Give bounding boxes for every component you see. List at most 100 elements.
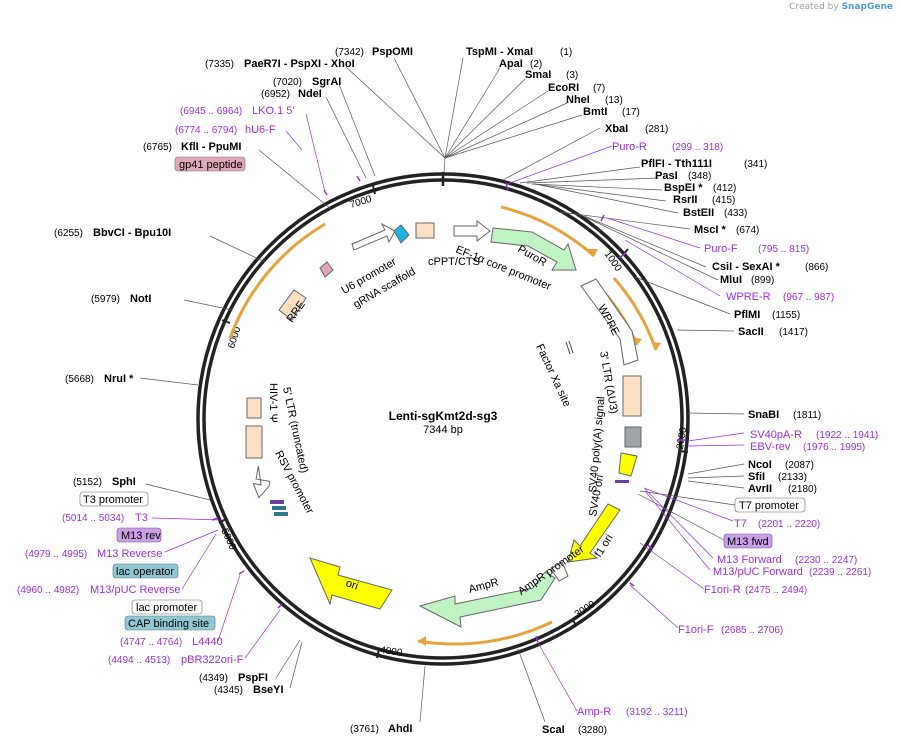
site-xmai-pos: (1)	[560, 47, 572, 58]
site-sacii-pos: (1417)	[779, 327, 808, 338]
primer-sv40par-pos: (1922 .. 1941)	[816, 430, 878, 441]
site-xbai-pos: (281)	[645, 124, 668, 135]
gp41-tag-label: gp41 peptide	[179, 159, 243, 171]
sv40-polya-box	[624, 426, 642, 448]
cppt-label: cPPT/CTS	[428, 256, 480, 268]
wpre-box	[580, 278, 639, 366]
primer-m13pucfwd-pos: (2239 .. 2261)	[809, 567, 871, 578]
puror-arc-head	[586, 249, 598, 256]
gp41-shape	[319, 261, 334, 278]
primer-m13rev-pos: (4979 .. 4995)	[25, 549, 87, 560]
ampr-label: AmpR	[467, 576, 500, 596]
lac-mini-glyph	[272, 506, 286, 510]
ef1a-promoter-arrow	[453, 219, 491, 243]
puror-orf-arc	[500, 205, 595, 258]
ori-label: ori	[344, 577, 360, 592]
t3-promoter-tag	[79, 491, 149, 507]
factorxa-mark-1	[565, 341, 571, 355]
primer-m13rev-name: M13 Reverse	[97, 548, 162, 560]
t7-promoter-tag	[734, 497, 806, 513]
m13rev-tag-label: M13 rev	[121, 530, 161, 542]
primer-f1orir-pos: (2475 .. 2494)	[745, 585, 807, 596]
orf-arc-head-2	[651, 342, 661, 350]
site-ppumi-pos: (6765)	[143, 142, 172, 153]
primer-purof-name: Puro-F	[704, 243, 738, 255]
primer-ebvrev-name: EBV-rev	[750, 441, 791, 453]
ampr-promoter-arrow	[550, 561, 569, 582]
tick-label-5000: 5000	[218, 527, 238, 552]
site-bmti-name: BmtI	[583, 106, 607, 118]
site-bpu10i-name: BbvCI - Bpu10I	[93, 227, 171, 239]
primer-t7-pos: (2201 .. 2220)	[758, 519, 820, 530]
site-xmai-name: TspMI - XmaI	[466, 46, 533, 58]
site-pasi-pos: (348)	[688, 171, 711, 182]
site-bmti-pos: (17)	[622, 107, 640, 118]
site-pspomi-pos: (7342)	[335, 47, 364, 58]
site-ahdi-pos: (3761)	[350, 724, 379, 735]
m13rev-tag	[116, 527, 162, 543]
m13fwd-tag-label: M13 fwd	[727, 536, 769, 548]
site-rsrii-name: RsrII	[673, 194, 697, 206]
psi-box	[246, 397, 262, 419]
site-noti-name: NotI	[130, 293, 151, 305]
site-nrui-name: NruI *	[104, 373, 134, 385]
primer-wprer-name: WPRE-R	[726, 291, 771, 303]
site-sfii-name: SfiI	[748, 471, 765, 483]
t3-promoter-tag-label: T3 promoter	[83, 494, 143, 506]
primer-m13pucrev-name: M13/pUC Reverse	[90, 584, 180, 596]
lac-operator-tag-label: lac operator	[116, 566, 174, 578]
site-pflmi-name: PflMI	[734, 309, 760, 321]
primer-ampr-name: Amp-R	[577, 706, 611, 718]
tick-label-4000: 4000	[379, 645, 403, 659]
gp41-orf-arc	[228, 222, 326, 339]
cppt-box	[415, 222, 435, 239]
snapgene-watermark: Created by SnapGene	[789, 2, 893, 12]
primer-f1orif-pos: (2685 .. 2706)	[721, 625, 783, 636]
primer-l4440-name: L4440	[192, 636, 223, 648]
site-pspfi-name: PspFI	[238, 672, 268, 684]
site-sacii-name: SacII	[738, 326, 764, 338]
u6-promoter-arrow	[351, 222, 396, 251]
primer-lko1-name: LKO.1 5'	[252, 105, 294, 117]
site-bseyi-name: BseYI	[253, 684, 284, 696]
rre-box	[278, 289, 307, 321]
sv40-ori-box	[618, 452, 638, 477]
ampr-promoter-label: AmpR promoter	[516, 543, 587, 598]
site-ahdi-name: AhdI	[388, 723, 412, 735]
primer-ticks	[211, 175, 685, 643]
site-avrii-pos: (2180)	[788, 484, 817, 495]
ampr-orf-arc	[417, 620, 553, 646]
site-snabi-name: SnaBI	[748, 409, 779, 421]
site-smai-name: SmaI	[525, 69, 551, 81]
site-tth111i-pos: (341)	[744, 159, 767, 170]
primer-t3-name: T3	[135, 512, 148, 524]
site-ncoi-pos: (2087)	[785, 460, 814, 471]
site-scai-pos: (3280)	[578, 725, 607, 736]
site-apai-pos: (2)	[530, 59, 542, 70]
ampr-arc-head	[418, 636, 426, 646]
site-snabi-pos: (1811)	[793, 410, 821, 421]
primer-pbr322-pos: (4494 .. 4513)	[108, 655, 170, 666]
primer-hu6f-pos: (6774 .. 6794)	[175, 125, 237, 136]
grna-scaffold-shape	[393, 224, 410, 244]
m13fwd-mini-glyph	[615, 480, 629, 483]
lac-promoter-tag	[131, 599, 203, 615]
site-sgrai-pos: (7020)	[273, 77, 302, 88]
site-pspfi-pos: (4349)	[199, 673, 228, 684]
site-ecori-name: EcoRI	[548, 82, 579, 94]
site-bpu10i-pos: (6255)	[54, 228, 83, 239]
site-ecori-pos: (7)	[593, 83, 605, 94]
m13fwd-tag	[723, 533, 773, 549]
cap-site-tag-label: CAP binding site	[128, 618, 209, 630]
site-pasi-name: PasI	[655, 170, 678, 182]
tick-label-1000: 1000	[602, 249, 624, 274]
primer-ampr-pos: (3192 .. 3211)	[626, 707, 688, 718]
site-sgrai-name: SgrAI	[312, 76, 341, 88]
site-sphi-pos: (5152)	[73, 477, 102, 488]
watermark-prefix: Created by	[789, 2, 839, 12]
site-msci-pos: (674)	[736, 225, 759, 236]
ltr3-box	[622, 375, 642, 417]
site-noti-pos: (5979)	[91, 294, 120, 305]
site-ndei-pos: (6952)	[261, 89, 290, 100]
